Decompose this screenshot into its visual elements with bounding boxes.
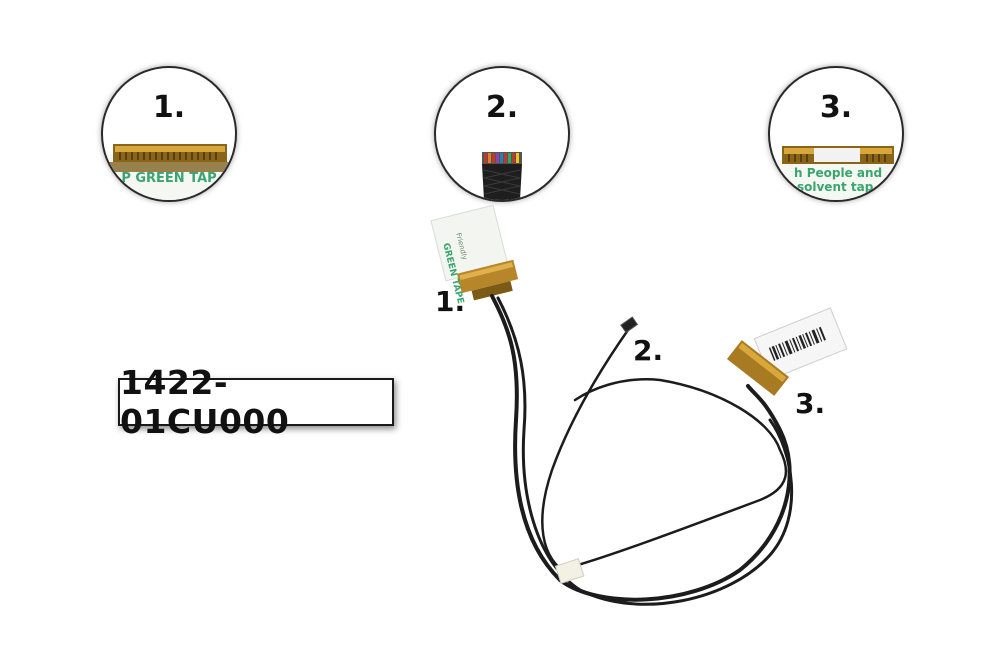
zoom-1-number: 1. (152, 90, 186, 125)
connector-3-label (753, 307, 848, 381)
part-number: 1422-01CU000 (120, 363, 290, 441)
zoom-3-connector-illustration (770, 146, 902, 200)
zoom-3-number: 3. (819, 90, 853, 125)
callout-label-1: 1. (435, 285, 466, 318)
part-number-box: 1422-01CU000 (118, 363, 394, 441)
connector-3 (726, 340, 790, 396)
zoom-detail-2: 2. (434, 66, 570, 202)
zoom-1-tape-text: P GREEN TAP (121, 171, 217, 186)
zoom-1-connector-illustration (103, 144, 235, 200)
zoom-2-number: 2. (485, 90, 519, 125)
callout-label-3: 3. (795, 387, 826, 420)
cable-clip (554, 558, 585, 584)
zoom-2-connector-illustration (482, 152, 522, 200)
zoom-detail-1: 1. P GREEN TAP (101, 66, 237, 202)
cable-bundle (490, 294, 794, 606)
callout-label-2: 2. (633, 334, 664, 367)
zoom-detail-3: 3. h People and -solvent tap (768, 66, 904, 202)
zoom-3-tape-text-line2: -solvent tap (792, 180, 874, 194)
connector-1 (457, 259, 519, 301)
connector-2 (620, 316, 639, 334)
zoom-3-tape-text-line1: h People and (794, 166, 883, 180)
